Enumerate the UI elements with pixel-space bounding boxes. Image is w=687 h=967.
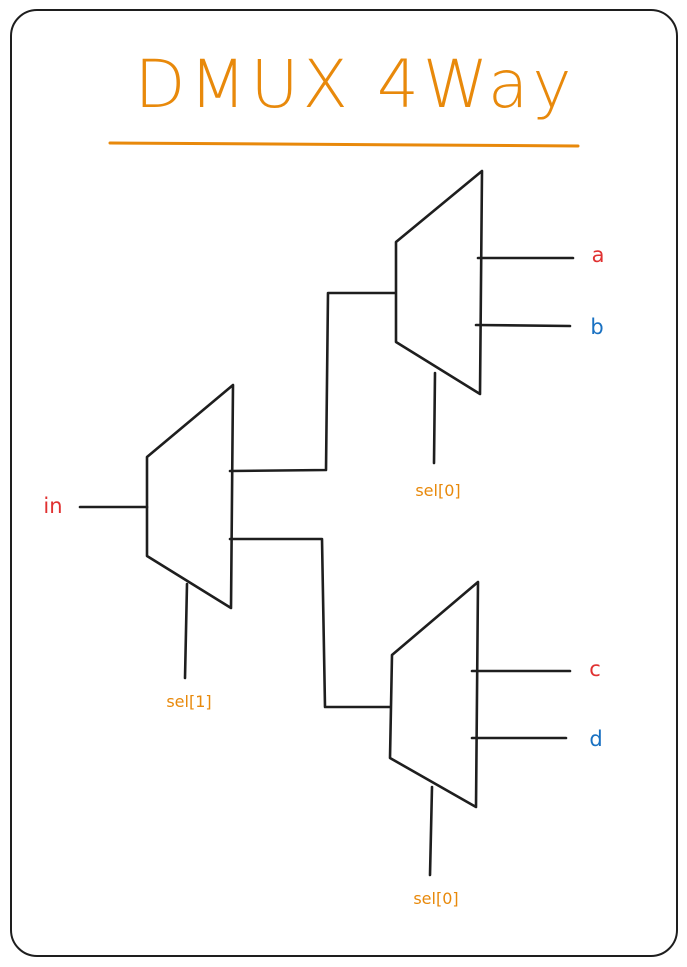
sel1-label: sel[1] <box>166 692 211 711</box>
demux-upper <box>394 169 484 396</box>
demux-lower <box>388 580 480 809</box>
output-label-a: a <box>592 243 605 267</box>
sel1-wire <box>183 582 189 680</box>
output-label-d: d <box>589 727 602 751</box>
input-label-in: in <box>43 494 62 518</box>
outer-frame <box>10 9 678 957</box>
output-label-b: b <box>590 315 603 339</box>
demux-stage1 <box>145 383 235 610</box>
output-wire-b <box>474 323 572 328</box>
diagram-title: DMUX 4Way <box>135 46 576 123</box>
sel0-upper-label: sel[0] <box>415 481 460 500</box>
wire-to-lower-demux <box>228 537 392 709</box>
output-label-c: c <box>589 657 601 681</box>
sel0-lower-wire <box>428 785 434 877</box>
title-underline <box>108 141 580 148</box>
wire-to-upper-demux <box>228 291 397 473</box>
sel0-upper-wire <box>432 371 437 465</box>
sel0-lower-label: sel[0] <box>413 889 458 908</box>
